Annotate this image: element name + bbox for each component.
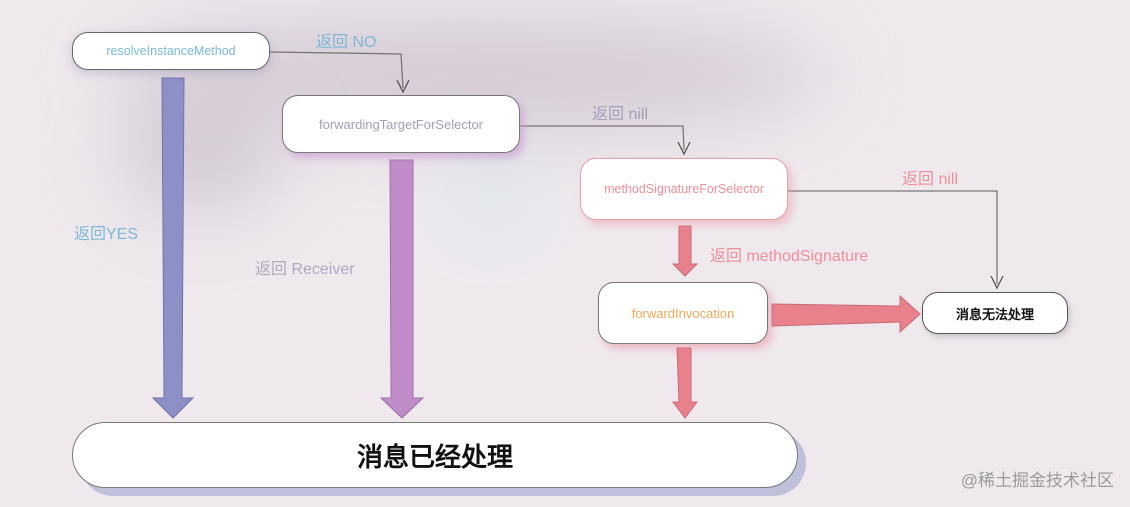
edge-label-return-receiver: 返回 Receiver xyxy=(255,261,355,278)
return-nill-connector xyxy=(520,125,685,151)
background-shadow xyxy=(120,100,280,210)
watermark: @稀土掘金技术社区 xyxy=(960,471,1114,490)
edge-label-return-nill-unhandled: 返回 nill xyxy=(902,171,959,188)
edge-label-return-method-signature: 返回 methodSignature xyxy=(710,248,869,265)
forward-invocation-unhandled-arrow xyxy=(771,294,921,334)
node-message-handled: 消息已经处理 xyxy=(72,422,798,488)
return-nill-unhandled-connector xyxy=(788,190,998,284)
node-resolve-instance-method: resolveInstanceMethod xyxy=(72,32,270,70)
edge-label-return-yes: 返回YES xyxy=(74,226,139,243)
node-label: 消息已经处理 xyxy=(356,441,513,472)
edge-label-return-no: 返回 NO xyxy=(316,34,377,51)
node-forward-invocation: forwardInvocation xyxy=(598,282,768,344)
node-message-unhandled: 消息无法处理 xyxy=(922,292,1068,334)
node-label: 消息无法处理 xyxy=(955,306,1034,322)
edge-label-return-nill: 返回 nill xyxy=(592,106,649,123)
return-method-signature-arrow xyxy=(671,225,699,277)
node-label: forwardingTargetForSelector xyxy=(318,116,484,132)
node-forwarding-target-for-selector: forwardingTargetForSelector xyxy=(282,95,520,153)
node-method-signature-for-selector: methodSignatureForSelector xyxy=(580,158,788,220)
node-label: forwardInvocation xyxy=(631,305,735,321)
background-glow xyxy=(455,165,525,225)
forward-invocation-handled-arrow xyxy=(672,347,698,419)
return-no-connector xyxy=(269,51,404,89)
return-receiver-arrow xyxy=(379,159,425,419)
node-label: methodSignatureForSelector xyxy=(604,182,764,196)
return-yes-arrow xyxy=(151,77,195,419)
node-label: resolveInstanceMethod xyxy=(106,44,236,58)
